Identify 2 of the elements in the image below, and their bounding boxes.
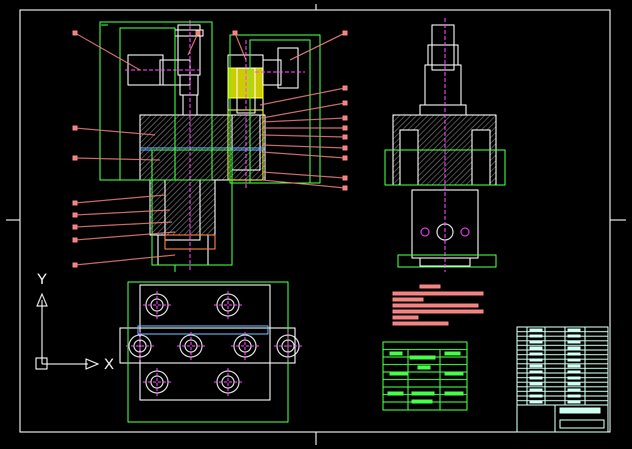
- axis-label: X: [104, 357, 114, 372]
- axis-label: Y: [37, 272, 48, 287]
